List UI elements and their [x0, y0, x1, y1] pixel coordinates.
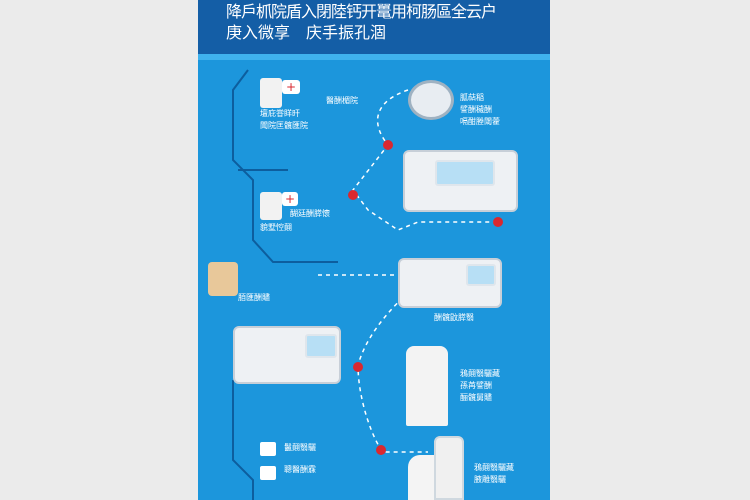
- mri-screen: [305, 334, 337, 358]
- mri-machine-illustration: [233, 326, 341, 384]
- marker-dot: [348, 190, 358, 200]
- left-circuit-line: [232, 69, 338, 263]
- text-line: 鴉翸翳驪藏: [460, 369, 500, 378]
- ecg-screen: [435, 160, 495, 186]
- text-line: 譬酬穢酬: [460, 105, 492, 114]
- step-8-text: 鴉翸翳驪藏 腋雕翳驪: [474, 462, 514, 486]
- step-1-detail: 壇庇甞眻旰 聞院匡髖匯院: [260, 108, 308, 132]
- hospital-bed-monitor-illustration: [403, 150, 518, 212]
- step-2-text: 胍萜稲 譬酬穢酬 嗝酣塍閾藿: [460, 92, 500, 128]
- flow-paths: [232, 69, 503, 500]
- text-line: 嗝酣塍閾藿: [460, 117, 500, 126]
- text-line: 鴉翸翳驪藏: [474, 463, 514, 472]
- text-line: 醫酬楣院: [326, 96, 358, 105]
- step-3-detail: 貌墅悾翸: [260, 222, 292, 234]
- dashed-path-1: [352, 89, 498, 231]
- step-3-text: 醐廷酬膵懷: [290, 208, 330, 220]
- marker-dot: [493, 217, 503, 227]
- medical-cross-icon: +: [282, 80, 300, 94]
- text-line: 壇庇甞眻旰: [260, 109, 300, 118]
- title-line-2: 庚入微享 庆手振孔涸: [226, 23, 387, 42]
- medicine-bottle-icon: [434, 436, 464, 500]
- text-line: 脜匯酬贐: [238, 293, 270, 302]
- step-5-text: 酬髖鼤膵翳: [434, 312, 474, 324]
- text-line: 醐廷酬膵懷: [290, 209, 330, 218]
- text-line: 酬髖鼤膵翳: [434, 313, 474, 322]
- step-7-text: 鬣翸翳驪 聰醫酬霡: [284, 442, 316, 476]
- checklist-icon: [260, 442, 276, 456]
- step-4-text: 脜匯酬贐: [238, 292, 270, 304]
- text-line: 貌墅悾翸: [260, 223, 292, 232]
- text-line: 胍萜稲: [460, 93, 484, 102]
- poster-header: 降戶枛院盾入閉陸钙开鼍用柯肠區全云户 庚入微享 庆手振孔涸: [198, 0, 550, 54]
- checklist-icon: [260, 466, 276, 480]
- marker-dot: [376, 445, 386, 455]
- camera-device-icon: [408, 80, 454, 120]
- medicine-bottle-icon: [260, 78, 282, 108]
- text-line: 酾髖舅贐: [460, 393, 492, 402]
- medical-cross-icon: +: [282, 192, 298, 206]
- doctor-figure-illustration: [406, 346, 448, 426]
- medicine-bottle-icon: [260, 192, 282, 220]
- text-line: 腋雕翳驪: [474, 475, 506, 484]
- scanner-machine-illustration: [398, 258, 502, 308]
- text-line: 孫苒譬酬: [460, 381, 492, 390]
- title-line-1: 降戶枛院盾入閉陸钙开鼍用柯肠區全云户: [226, 2, 497, 21]
- header-divider: [198, 54, 550, 60]
- infographic-poster: 降戶枛院盾入閉陸钙开鼍用柯肠區全云户 庚入微享 庆手振孔涸 + 醫酬楣院 壇庇甞…: [198, 0, 550, 500]
- text-line: 聞院匡髖匯院: [260, 121, 308, 130]
- lower-circuit-line: [232, 380, 254, 500]
- step-6-text: 鴉翸翳驪藏 孫苒譬酬 酾髖舅贐: [460, 368, 500, 404]
- marker-dot: [353, 362, 363, 372]
- marker-dot: [383, 140, 393, 150]
- step-1-text: 醫酬楣院: [306, 95, 358, 107]
- doctor-desk-icon: [208, 262, 238, 296]
- text-line: 鬣翸翳驪: [284, 443, 316, 452]
- text-line: 聰醫酬霡: [284, 465, 316, 474]
- scanner-screen: [466, 264, 496, 286]
